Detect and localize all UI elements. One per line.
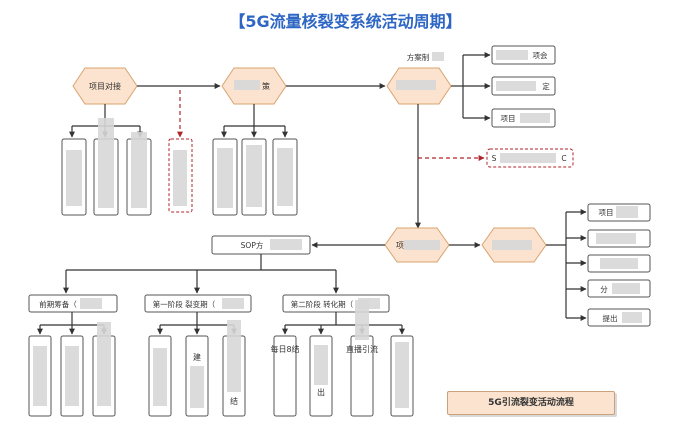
stage1-col-2: 建: [193, 352, 201, 362]
diagram-title: 【5G流量核裂变系统活动周期】: [229, 12, 462, 31]
node-project-intake-label: 项目对接: [89, 81, 121, 91]
stage1-col-3: 结: [230, 396, 238, 406]
dashed-box-sc: S C: [486, 148, 574, 168]
node-strategy: 策: [221, 67, 287, 105]
plan-item-3: 项目: [501, 114, 516, 123]
node-project-intake: 项目对接: [72, 67, 138, 105]
node-strategy-label: 策: [262, 81, 270, 91]
phase-stage1-label: 第一阶段 裂变期（: [153, 299, 216, 309]
stage2-col-1: 每日8结: [270, 344, 299, 354]
dashed-box-c: C: [561, 154, 566, 163]
right-list-2: 项目 分 提出: [565, 203, 651, 327]
phase-prep: 前期筹备（: [28, 294, 118, 313]
phase-stage2: 第二阶段 转化期（: [282, 294, 390, 313]
stage1-children: 建 结: [148, 312, 246, 417]
svg-text:分: 分: [600, 285, 608, 294]
phase-prep-label: 前期筹备（: [39, 299, 77, 309]
plan-item-1: 项会: [533, 50, 548, 60]
node-sop-label: SOP方: [241, 240, 264, 250]
strategy-children: [212, 104, 298, 216]
svg-text:提出: 提出: [603, 313, 618, 323]
sop-branch: [63, 254, 339, 294]
node-plan: 方案制: [386, 52, 452, 105]
phase-stage1: 第一阶段 裂变期（: [144, 294, 252, 313]
plan-item-2: 定: [542, 81, 550, 91]
stage2-col-3: 直播引流: [346, 344, 378, 354]
node-project-b-label: 项: [396, 241, 404, 250]
footer-flow-label: 5G引流裂变活动流程: [447, 391, 615, 415]
phase-stage2-label: 第二阶段 转化期（: [291, 299, 354, 309]
node-sop: SOP方: [211, 235, 311, 255]
plan-caption: 方案制: [407, 52, 430, 62]
svg-text:项目: 项目: [599, 208, 614, 217]
stage2-children: 每日8结 出 直播引流: [270, 300, 414, 417]
node-next-hex: [481, 227, 547, 263]
prep-children: [28, 312, 116, 417]
node-project-b: 项: [384, 227, 450, 263]
dashed-box-s: S: [492, 154, 497, 163]
stage2-col-2: 出: [317, 387, 325, 397]
intake-children: [61, 90, 193, 216]
plan-right-branch: 项会 定 项目: [462, 45, 556, 128]
